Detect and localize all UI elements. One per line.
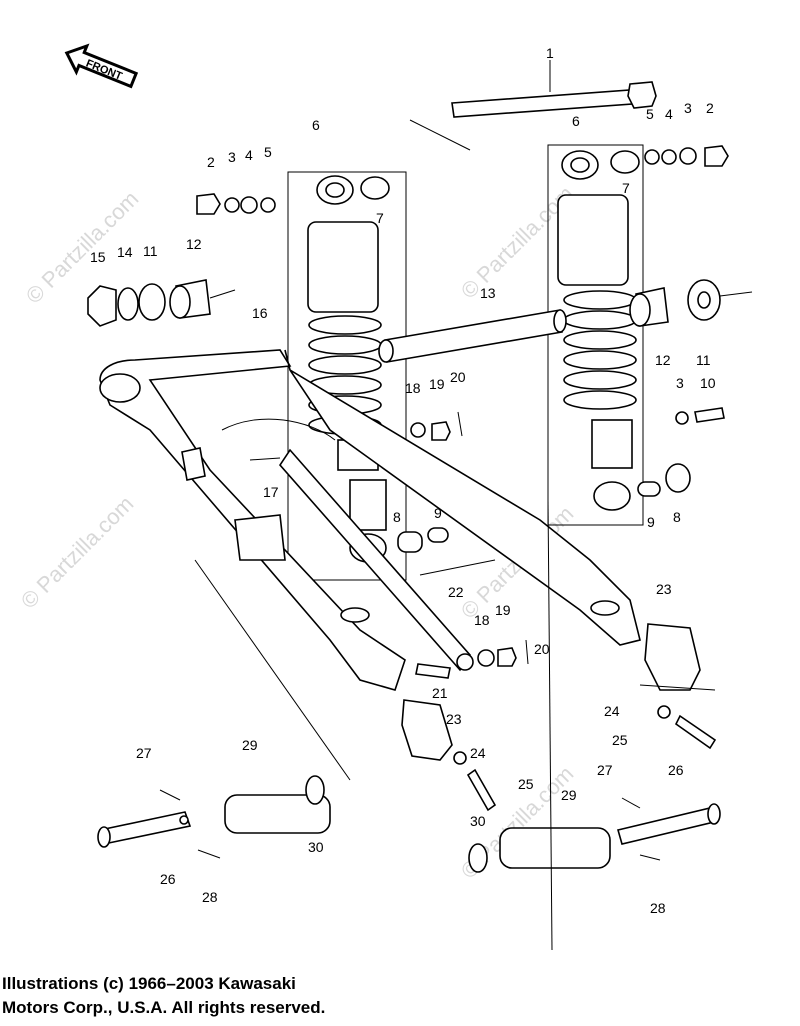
pivot-shaft xyxy=(378,309,567,363)
through-bolt xyxy=(409,60,657,151)
right-bolt-10 xyxy=(675,407,725,425)
callout-label: 30 xyxy=(308,839,324,855)
callout-label: 2 xyxy=(706,100,714,116)
callout-label: 8 xyxy=(393,509,401,525)
callout-label: 23 xyxy=(446,711,462,727)
callout-label: 18 xyxy=(474,612,490,628)
callout-label: 3 xyxy=(684,100,692,116)
left-lower-bushing xyxy=(397,527,449,553)
callout-label: 28 xyxy=(202,889,218,905)
callout-label: 27 xyxy=(597,762,613,778)
left-footpeg-assembly xyxy=(97,775,331,859)
callout-label: 30 xyxy=(470,813,486,829)
callout-label: 16 xyxy=(252,305,268,321)
swing-arm xyxy=(99,349,641,691)
watermark: © Partzilla.com xyxy=(16,491,139,614)
chain-adjuster-left xyxy=(401,699,453,761)
callout-label: 27 xyxy=(136,745,152,761)
callout-label: 9 xyxy=(647,514,655,530)
callout-label: 19 xyxy=(495,602,511,618)
callout-label: 7 xyxy=(622,180,630,196)
callout-label: 23 xyxy=(656,581,672,597)
callout-label: 9 xyxy=(434,505,442,521)
copyright-line-1: Illustrations (c) 1966–2003 Kawasaki xyxy=(2,974,296,993)
callout-label: 20 xyxy=(534,641,550,657)
adjuster-bolts xyxy=(453,705,717,812)
callout-label: 5 xyxy=(264,144,272,160)
callout-label: 4 xyxy=(245,147,253,163)
callout-label: 1 xyxy=(546,45,554,61)
callout-label: 3 xyxy=(228,149,236,165)
callout-label: 15 xyxy=(90,249,106,265)
callout-label: 29 xyxy=(561,787,577,803)
right-pivot-hardware xyxy=(629,279,753,327)
callout-label: 14 xyxy=(117,244,133,260)
callout-label: 24 xyxy=(470,745,486,761)
callout-label: 4 xyxy=(665,106,673,122)
callout-label: 18 xyxy=(405,380,421,396)
callout-label: 5 xyxy=(646,106,654,122)
callout-label: 10 xyxy=(700,375,716,391)
callout-label: 6 xyxy=(572,113,580,129)
callout-label: 26 xyxy=(160,871,176,887)
chain-adjuster-right xyxy=(639,623,716,691)
callout-label: 13 xyxy=(480,285,496,301)
upper-cotter-hardware xyxy=(410,411,463,441)
callout-label: 8 xyxy=(673,509,681,525)
callout-label: 19 xyxy=(429,376,445,392)
callout-label: 11 xyxy=(143,243,158,259)
left-top-hardware xyxy=(196,193,276,215)
callouts: 1 6 5 4 3 2 6 7 2 3 4 5 7 15 14 11 12 13… xyxy=(90,45,716,916)
right-top-hardware xyxy=(644,145,729,167)
callout-label: 7 xyxy=(376,210,384,226)
right-footpeg-assembly xyxy=(468,797,721,873)
callout-label: 21 xyxy=(432,685,448,701)
callout-label: 25 xyxy=(518,776,534,792)
callout-label: 28 xyxy=(650,900,666,916)
callout-label: 26 xyxy=(668,762,684,778)
callout-label: 11 xyxy=(696,352,711,368)
callout-label: 22 xyxy=(448,584,464,600)
right-lower-bushing xyxy=(637,463,691,497)
callout-label: 6 xyxy=(312,117,320,133)
copyright-line-2: Motors Corp., U.S.A. All rights reserved… xyxy=(2,998,326,1017)
callout-label: 24 xyxy=(604,703,620,719)
right-shock-absorber xyxy=(547,144,644,526)
lower-cotter-hardware xyxy=(477,639,529,667)
callout-label: 25 xyxy=(612,732,628,748)
front-arrow: FRONT xyxy=(64,43,139,89)
alignment-lines xyxy=(194,499,553,951)
callout-label: 17 xyxy=(263,484,279,500)
callout-label: 3 xyxy=(676,375,684,391)
callout-label: 29 xyxy=(242,737,258,753)
right-shock-spring xyxy=(563,290,637,410)
torque-link xyxy=(249,448,474,679)
callout-label: 12 xyxy=(186,236,202,252)
callout-label: 12 xyxy=(655,352,671,368)
callout-label: 20 xyxy=(450,369,466,385)
callout-label: 2 xyxy=(207,154,215,170)
left-pivot-hardware xyxy=(87,279,236,327)
